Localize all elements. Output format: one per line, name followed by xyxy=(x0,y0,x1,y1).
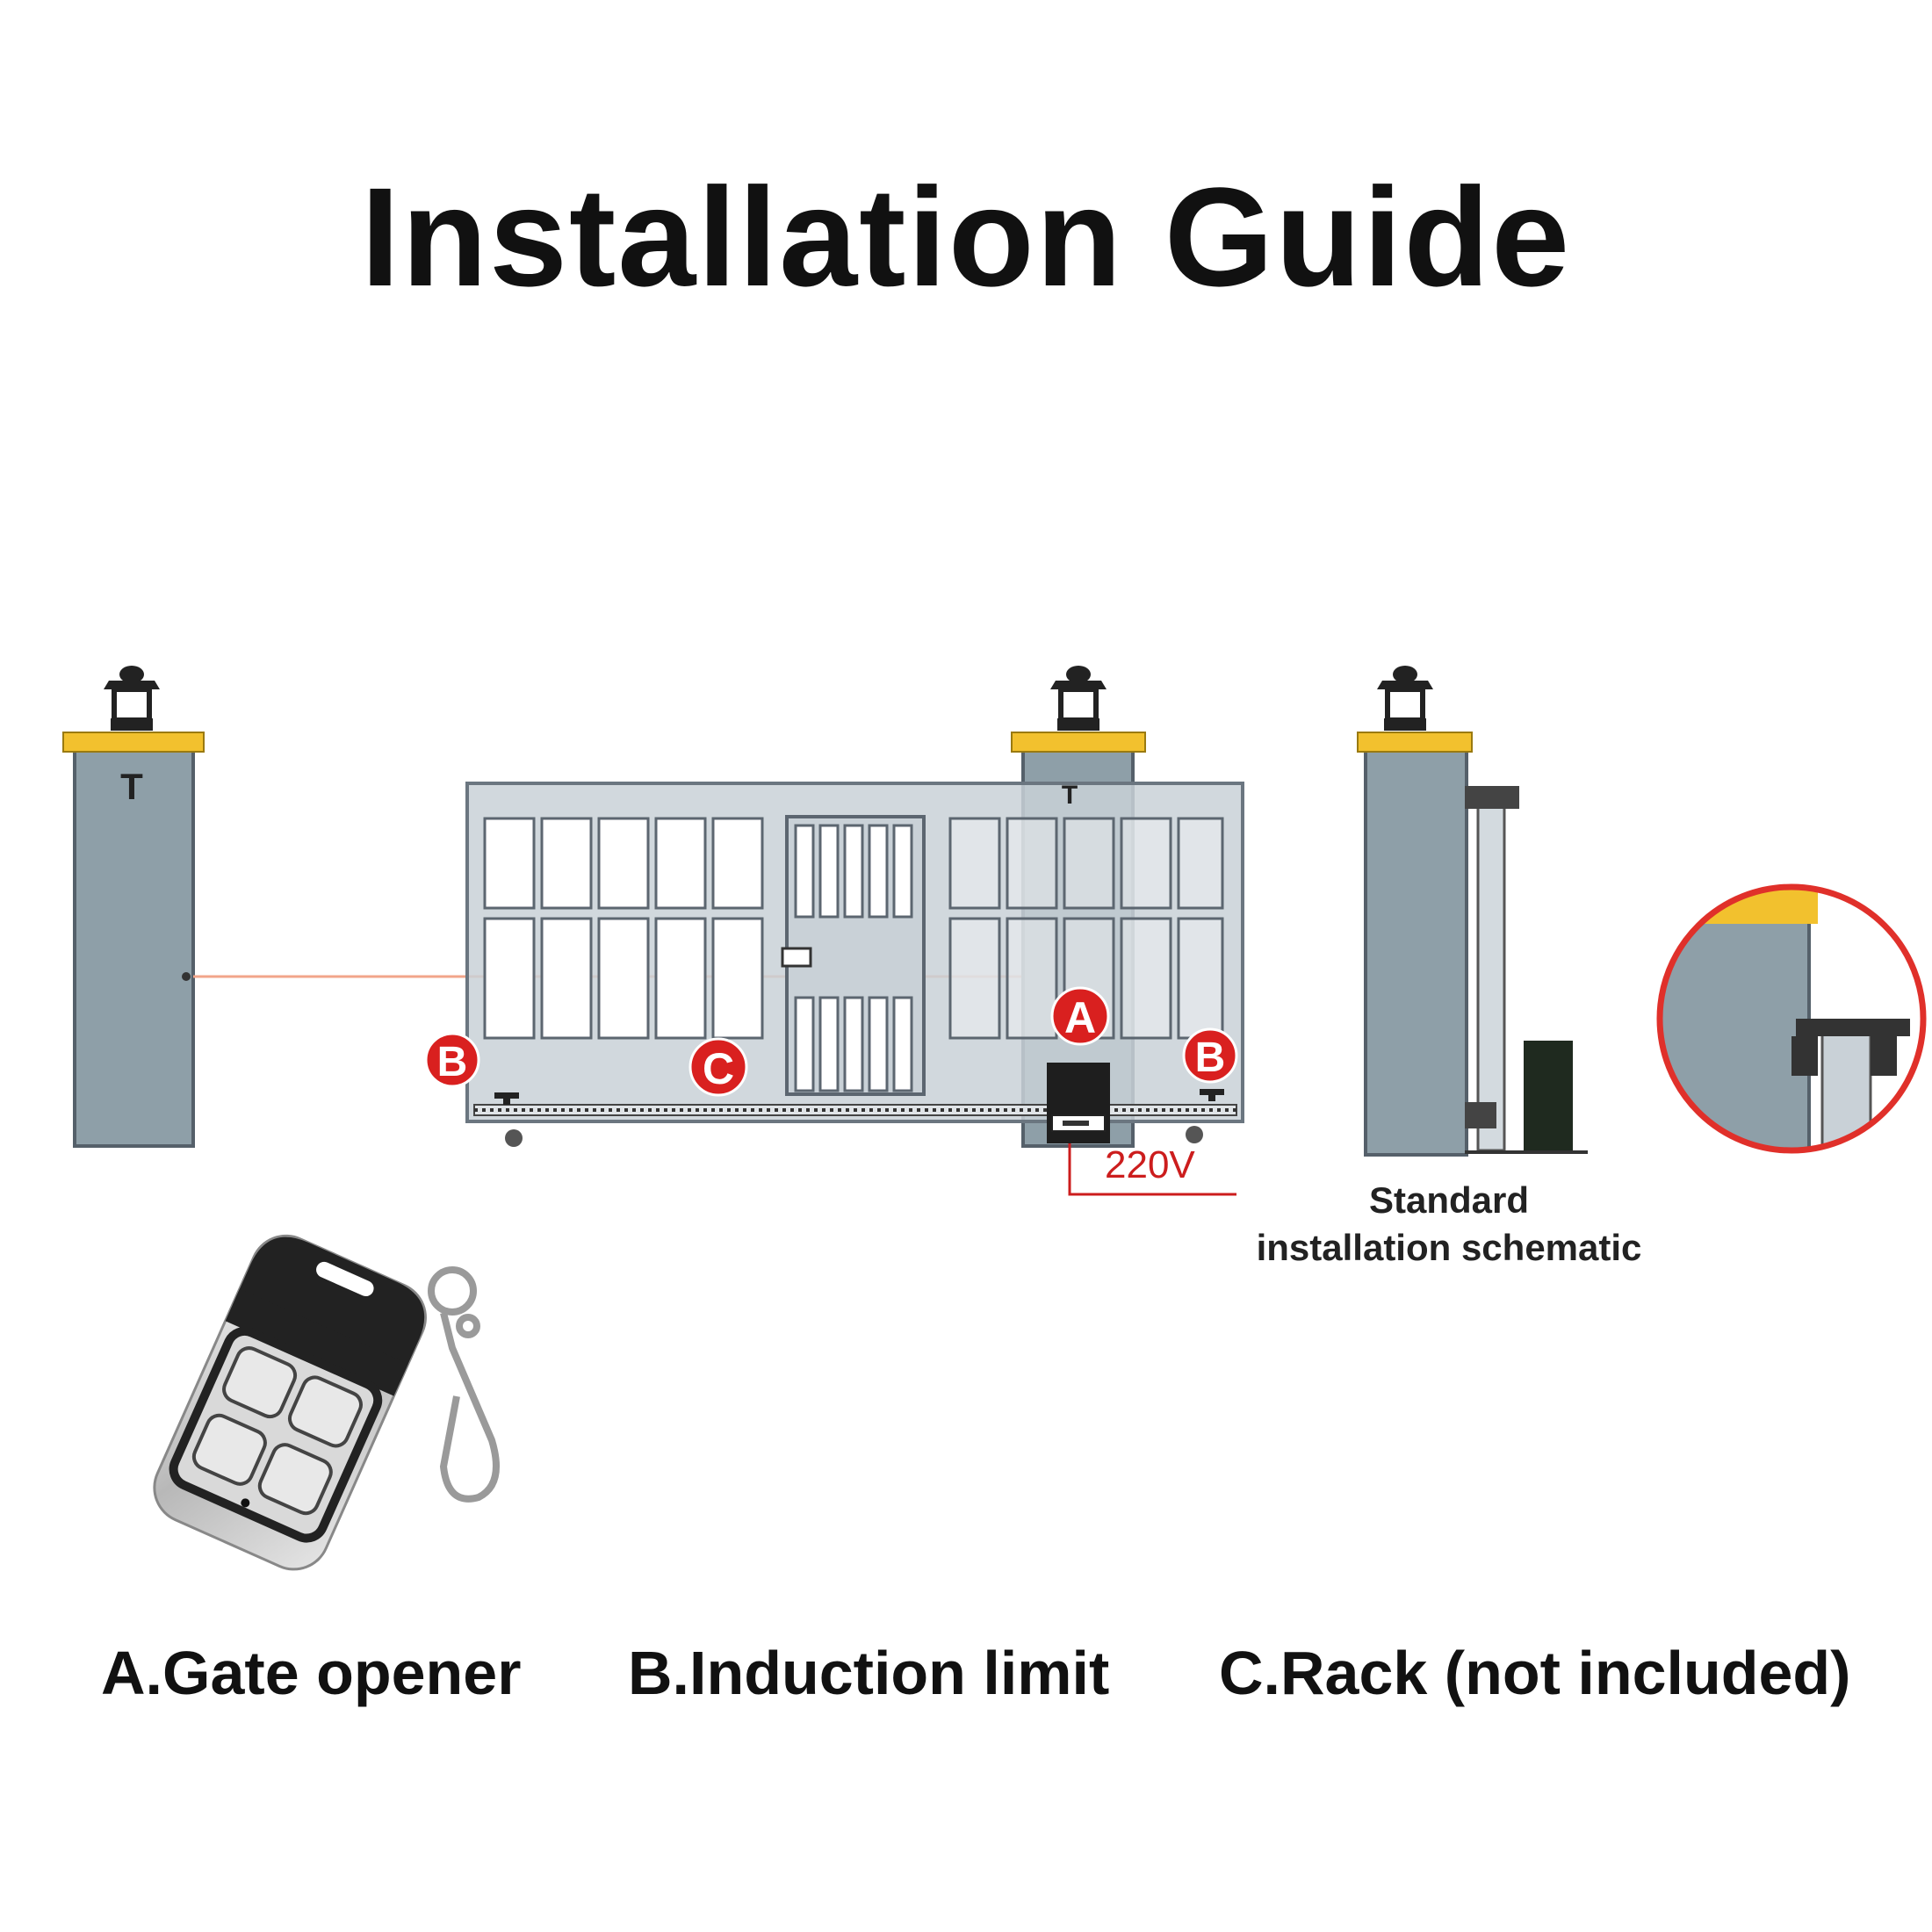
limit-tabs xyxy=(494,1089,1224,1105)
legend-gate-opener: A.Gate opener xyxy=(101,1639,522,1707)
sliding-gate: T xyxy=(465,781,1244,1123)
page-title: Installation Guide xyxy=(360,158,1572,315)
power-line xyxy=(1068,1143,1236,1196)
svg-text:B: B xyxy=(437,1039,468,1085)
voltage-label: 220V xyxy=(1105,1143,1195,1186)
schematic-label-line2: installation schematic xyxy=(1256,1227,1642,1268)
marker-b-left: B xyxy=(424,1032,480,1088)
schematic-label-line1: Standard xyxy=(1368,1179,1530,1221)
marker-a: A xyxy=(1050,986,1110,1046)
legend-rack: C.Rack (not included) xyxy=(1219,1639,1851,1707)
left-pillar: T xyxy=(62,732,205,1148)
lamp-icon xyxy=(1377,666,1433,731)
lamp-icon xyxy=(1050,666,1107,731)
side-view-pillar xyxy=(1357,732,1588,1157)
svg-text:A: A xyxy=(1064,993,1096,1042)
svg-text:B: B xyxy=(1195,1034,1226,1081)
keyring-clip-icon xyxy=(428,1266,500,1503)
legend-induction-limit: B.Induction limit xyxy=(628,1639,1110,1707)
magnifier-circle xyxy=(1656,883,1927,1154)
marker-b-right: B xyxy=(1182,1027,1238,1084)
gear-rack xyxy=(473,1104,1237,1116)
marker-c: C xyxy=(688,1037,748,1097)
svg-text:C: C xyxy=(703,1044,734,1093)
gate-opener-motor xyxy=(1047,1063,1236,1196)
gate-wheels xyxy=(505,1126,1203,1147)
lamp-icon xyxy=(104,666,160,731)
svg-text:T: T xyxy=(120,766,143,807)
svg-text:T: T xyxy=(1062,781,1078,810)
remote-control-icon xyxy=(153,1234,427,1571)
